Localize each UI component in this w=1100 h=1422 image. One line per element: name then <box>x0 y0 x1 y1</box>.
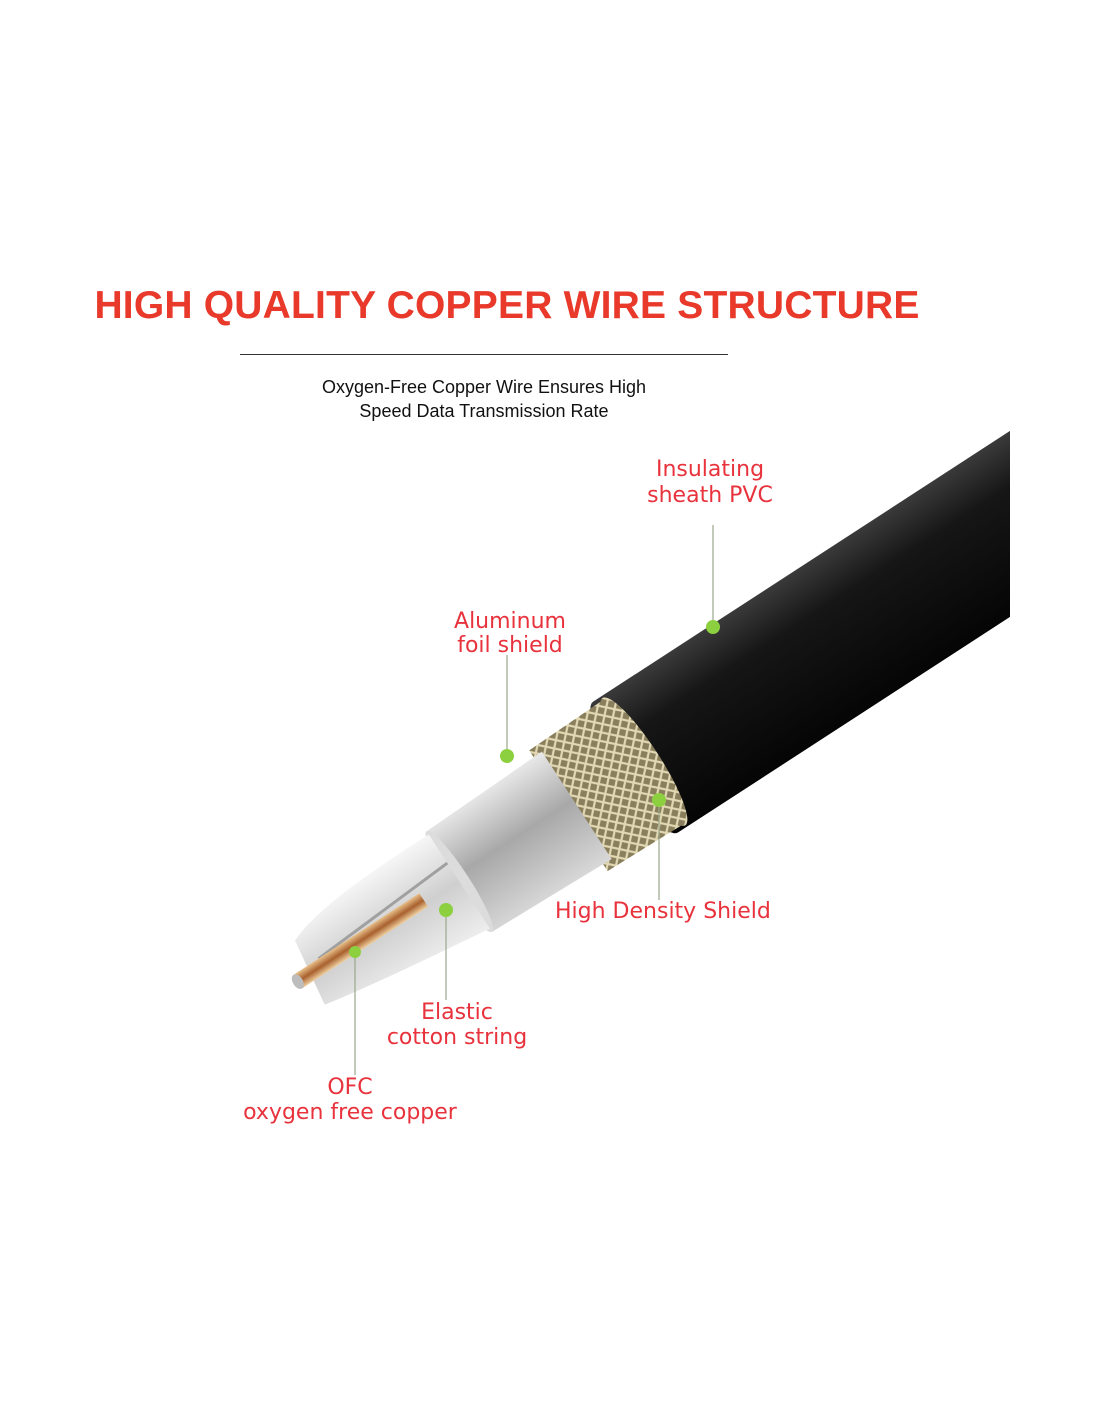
label-foil: Aluminum foil shield <box>410 610 610 658</box>
braid-shield <box>529 697 688 872</box>
page-title: HIGH QUALITY COPPER WIRE STRUCTURE <box>94 284 920 327</box>
subtitle-line-2: Speed Data Transmission Rate <box>359 401 609 421</box>
subtitle-line-1: Oxygen-Free Copper Wire Ensures High <box>321 377 647 397</box>
label-ofc: OFC oxygen free copper <box>230 1075 470 1125</box>
copper-conductor <box>293 893 428 989</box>
label-ofc-line-2: oxygen free copper <box>243 1100 457 1125</box>
label-sheath-line-2: sheath PVC <box>647 483 773 508</box>
label-cotton: Elastic cotton string <box>357 1000 557 1050</box>
marker-dot-cotton <box>439 903 453 917</box>
marker-dot-foil <box>500 749 514 763</box>
marker-dot-sheath <box>706 620 720 634</box>
label-foil-line-2: foil shield <box>457 633 563 658</box>
leader-lines <box>354 525 714 1075</box>
marker-dot-braid <box>652 793 666 807</box>
label-braid: High Density Shield <box>555 899 771 924</box>
label-ofc-line-1: OFC <box>327 1075 373 1100</box>
title-divider <box>240 354 728 355</box>
label-cotton-line-2: cotton string <box>386 1025 528 1050</box>
label-sheath: Insulating sheath PVC <box>610 457 810 509</box>
label-sheath-line-1: Insulating <box>655 457 765 482</box>
label-foil-line-1: Aluminum <box>454 609 566 634</box>
label-cotton-line-1: Elastic <box>421 1000 493 1025</box>
jacket <box>590 374 1010 834</box>
marker-dot-ofc <box>349 946 361 958</box>
